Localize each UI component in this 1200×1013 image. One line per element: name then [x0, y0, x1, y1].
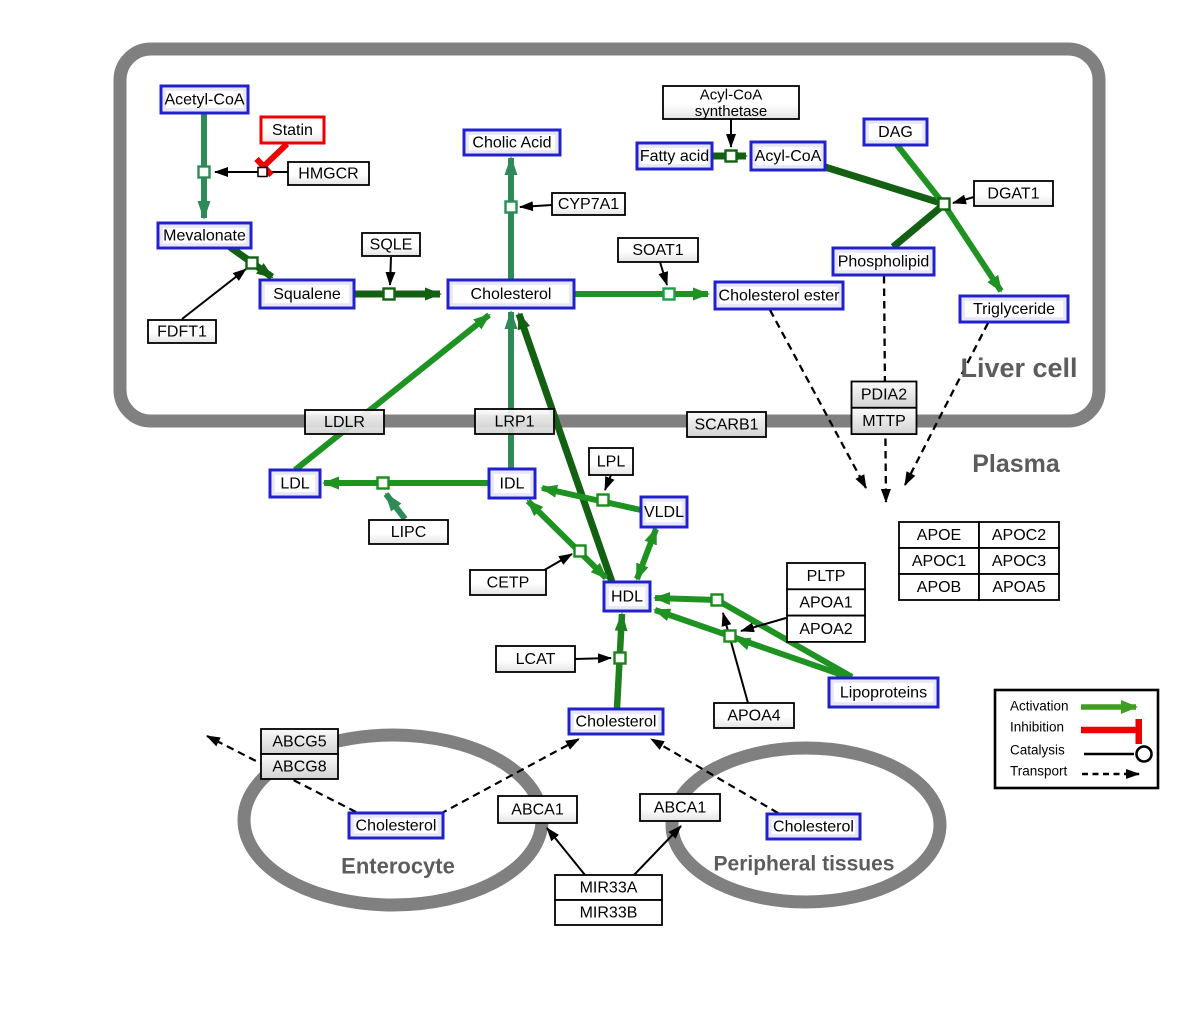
- svg-text:Cholic Acid: Cholic Acid: [472, 135, 551, 152]
- svg-text:Phospholipid: Phospholipid: [838, 254, 930, 271]
- svg-text:Squalene: Squalene: [273, 286, 341, 303]
- svg-text:MIR33B: MIR33B: [580, 905, 638, 922]
- svg-text:LPL: LPL: [597, 454, 626, 471]
- svg-text:Inhibition: Inhibition: [1010, 720, 1064, 735]
- svg-text:LIPC: LIPC: [391, 524, 427, 541]
- svg-text:Liver cell: Liver cell: [960, 353, 1077, 383]
- svg-text:ABCG8: ABCG8: [272, 759, 326, 776]
- svg-text:APOA4: APOA4: [727, 708, 780, 725]
- svg-text:Acyl-CoA: Acyl-CoA: [700, 86, 763, 103]
- svg-text:MIR33A: MIR33A: [580, 880, 638, 897]
- svg-text:CETP: CETP: [487, 575, 530, 592]
- svg-text:Cholesterol: Cholesterol: [576, 714, 657, 731]
- svg-text:IDL: IDL: [500, 476, 525, 493]
- svg-text:Acyl-CoA: Acyl-CoA: [755, 148, 822, 165]
- svg-text:HMGCR: HMGCR: [298, 166, 358, 183]
- svg-text:Cholesterol: Cholesterol: [773, 819, 854, 836]
- svg-text:LDL: LDL: [280, 476, 309, 493]
- svg-text:Cholesterol: Cholesterol: [356, 818, 437, 835]
- svg-text:Fatty acid: Fatty acid: [640, 148, 709, 165]
- svg-text:Lipoproteins: Lipoproteins: [840, 685, 927, 702]
- svg-text:DAG: DAG: [878, 124, 913, 141]
- svg-text:APOC3: APOC3: [992, 553, 1046, 570]
- svg-text:SQLE: SQLE: [370, 237, 413, 254]
- svg-text:Triglyceride: Triglyceride: [973, 301, 1055, 318]
- svg-text:VLDL: VLDL: [644, 504, 684, 521]
- svg-text:SOAT1: SOAT1: [632, 242, 683, 259]
- svg-text:ABCA1: ABCA1: [654, 800, 707, 817]
- svg-text:Activation: Activation: [1010, 699, 1069, 714]
- svg-text:CYP7A1: CYP7A1: [558, 196, 619, 213]
- svg-text:MTTP: MTTP: [862, 413, 906, 430]
- svg-text:APOA1: APOA1: [799, 594, 852, 611]
- svg-text:Acetyl-CoA: Acetyl-CoA: [164, 92, 244, 109]
- svg-text:PDIA2: PDIA2: [861, 387, 907, 404]
- svg-text:Transport: Transport: [1010, 764, 1068, 779]
- svg-text:Mevalonate: Mevalonate: [163, 228, 246, 245]
- svg-text:APOC2: APOC2: [992, 527, 1046, 544]
- svg-text:SCARB1: SCARB1: [694, 417, 758, 434]
- svg-text:Enterocyte: Enterocyte: [341, 854, 455, 879]
- svg-text:DGAT1: DGAT1: [987, 186, 1039, 203]
- svg-text:LDLR: LDLR: [324, 414, 365, 431]
- svg-text:LCAT: LCAT: [516, 651, 556, 668]
- svg-text:synthetase: synthetase: [695, 103, 768, 120]
- svg-text:Cholesterol: Cholesterol: [471, 286, 552, 303]
- svg-text:ABCA1: ABCA1: [511, 802, 564, 819]
- svg-text:Peripheral tissues: Peripheral tissues: [714, 853, 895, 876]
- svg-text:HDL: HDL: [611, 589, 643, 606]
- svg-text:APOB: APOB: [917, 579, 961, 596]
- svg-text:Plasma: Plasma: [972, 450, 1061, 478]
- svg-text:Cholesterol ester: Cholesterol ester: [719, 288, 841, 305]
- svg-text:APOA5: APOA5: [992, 579, 1045, 596]
- svg-text:APOC1: APOC1: [912, 553, 966, 570]
- svg-text:PLTP: PLTP: [807, 568, 846, 585]
- svg-text:Catalysis: Catalysis: [1010, 743, 1065, 758]
- svg-text:FDFT1: FDFT1: [157, 324, 207, 341]
- svg-text:LRP1: LRP1: [494, 414, 534, 431]
- svg-text:APOE: APOE: [917, 527, 961, 544]
- svg-text:APOA2: APOA2: [799, 621, 852, 638]
- svg-text:Statin: Statin: [272, 122, 313, 139]
- svg-text:ABCG5: ABCG5: [272, 734, 326, 751]
